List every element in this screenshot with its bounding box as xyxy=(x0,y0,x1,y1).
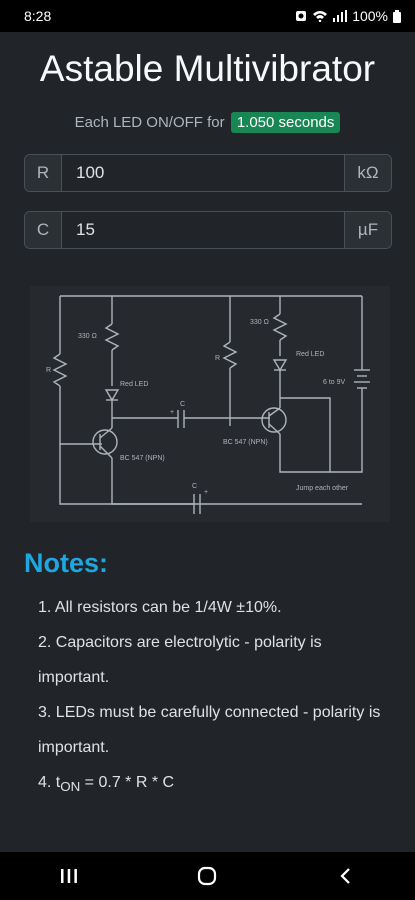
formula-subscript: ON xyxy=(60,779,81,795)
alarm-icon xyxy=(296,11,307,21)
battery-icon xyxy=(393,9,401,23)
back-icon xyxy=(340,868,350,884)
capacitance-unit: µF xyxy=(344,212,391,248)
led1-label: Red LED xyxy=(120,381,148,388)
formula-prefix: 4. t xyxy=(38,774,61,791)
cap1-plus: + xyxy=(170,409,174,416)
resistance-input-group: R 100 kΩ xyxy=(24,154,392,192)
res330a-label: 330 Ω xyxy=(78,333,97,340)
wifi-icon xyxy=(313,11,328,22)
r1-label: R xyxy=(46,367,51,374)
battery-text: 100% xyxy=(352,8,388,24)
resistance-input[interactable]: 100 xyxy=(62,155,344,191)
cap2-plus: + xyxy=(204,489,208,496)
t1-label: BC 547 (NPN) xyxy=(120,455,165,462)
status-icons: 100% xyxy=(295,8,401,24)
note-item: 2. Capacitors are electrolytic - polarit… xyxy=(38,634,322,686)
formula-rest: = 0.7 * R * C xyxy=(80,774,175,791)
notes-heading: Notes: xyxy=(24,548,109,578)
battery-label: 6 to 9V xyxy=(323,379,346,386)
result-badge: 1.050 seconds xyxy=(230,112,341,133)
t2-label: BC 547 (NPN) xyxy=(223,439,268,446)
note-item: 3. LEDs must be carefully connected - po… xyxy=(38,704,381,756)
capacitance-input-group: C 15 µF xyxy=(24,211,392,249)
r2-label: R xyxy=(215,355,220,362)
circuit-diagram: R 330 Ω Red LED C + BC 547 (NPN) R 330 Ω… xyxy=(30,286,390,522)
cap2-label: C xyxy=(192,483,197,490)
resistance-unit: kΩ xyxy=(344,155,391,191)
note-item-formula: 4. tON = 0.7 * R * C xyxy=(38,765,388,804)
home-button[interactable] xyxy=(182,856,232,896)
res330b-label: 330 Ω xyxy=(250,319,269,326)
result-prefix: Each LED ON/OFF for xyxy=(74,114,225,131)
capacitance-input[interactable]: 15 xyxy=(62,212,344,248)
circuit-schematic: R 330 Ω Red LED C + BC 547 (NPN) R 330 Ω… xyxy=(46,295,370,514)
status-time: 8:28 xyxy=(24,8,52,24)
note-item: 1. All resistors can be 1/4W ±10%. xyxy=(38,599,282,616)
back-button[interactable] xyxy=(321,856,371,896)
status-bar: 8:28 100% xyxy=(0,0,415,32)
cap1-label: C xyxy=(180,401,185,408)
recent-apps-button[interactable] xyxy=(44,856,94,896)
page-title: Astable Multivibrator xyxy=(39,48,376,89)
jump-label: Jump each other xyxy=(296,485,349,492)
capacitance-label: C xyxy=(25,212,62,248)
home-icon xyxy=(198,866,217,886)
led2-label: Red LED xyxy=(296,351,324,358)
navigation-bar xyxy=(0,852,415,900)
signal-icon xyxy=(333,10,348,22)
notes-list: 1. All resistors can be 1/4W ±10%. 2. Ca… xyxy=(38,590,388,804)
recent-apps-icon xyxy=(61,869,78,883)
resistance-label: R xyxy=(25,155,62,191)
result-line: Each LED ON/OFF for 1.050 seconds xyxy=(0,112,415,133)
